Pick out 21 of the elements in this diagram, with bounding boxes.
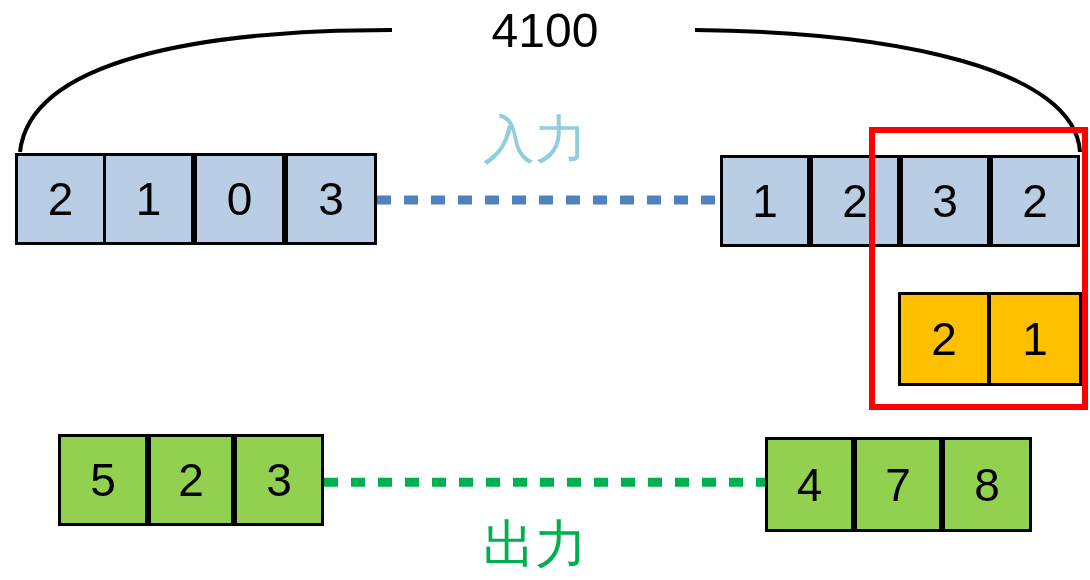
array-cell: 3 [234, 434, 324, 526]
array-cell: 7 [854, 437, 942, 532]
array-cell: 1 [720, 155, 810, 247]
array-cell: 0 [194, 153, 285, 245]
array-cell: 8 [942, 437, 1032, 532]
highlight-frame [869, 127, 1088, 410]
input-heading: 入力 [483, 109, 587, 170]
array-cell: 1 [103, 153, 194, 245]
dotted-connector [324, 477, 765, 487]
array-cell: 2 [898, 292, 990, 386]
array-cell: 2 [15, 153, 106, 245]
array-cell: 5 [58, 434, 148, 526]
array-cell: 2 [990, 155, 1080, 247]
output-heading: 出力 [483, 514, 587, 575]
array-cell: 4 [765, 437, 854, 532]
array-cell: 2 [810, 155, 900, 247]
array-cell: 1 [988, 292, 1082, 386]
array-cell: 3 [900, 155, 990, 247]
array-cell: 2 [148, 434, 234, 526]
array-cell: 3 [285, 153, 377, 245]
dimension-value: 4100 [491, 2, 599, 58]
